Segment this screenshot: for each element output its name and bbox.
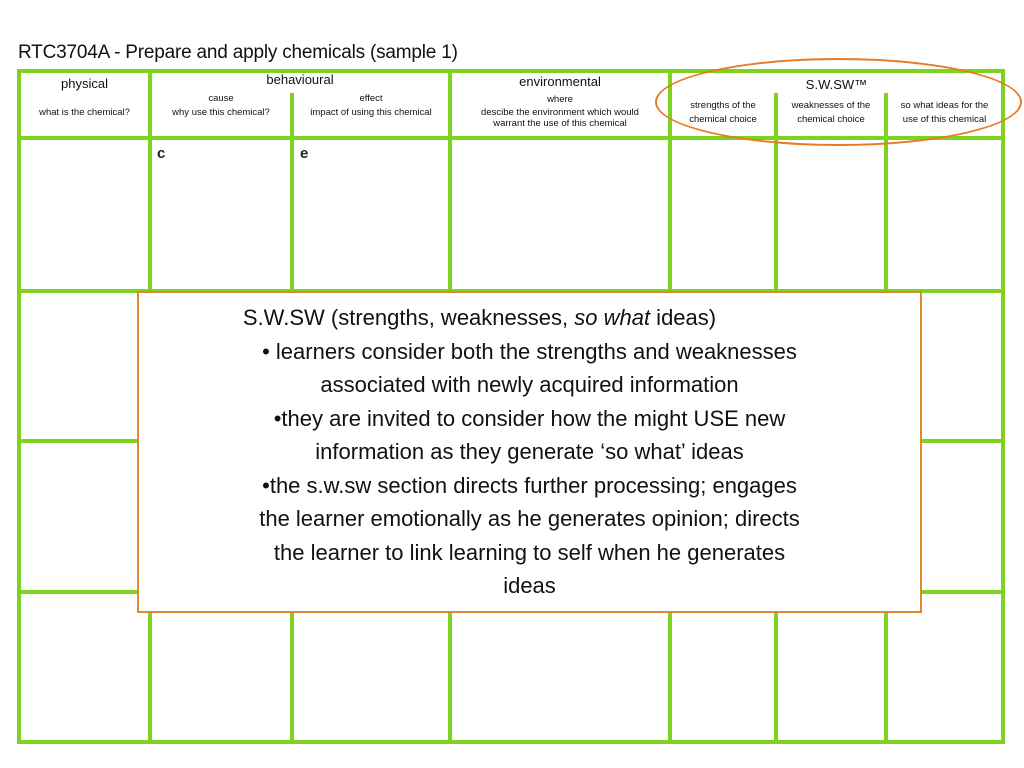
callout-line: •the s.w.sw section directs further proc… xyxy=(262,472,797,498)
header-cause: cause xyxy=(208,93,234,104)
callout-line: the learner to link learning to self whe… xyxy=(273,539,786,565)
effect-cell-letter: e xyxy=(300,145,309,162)
header-behavioural: behavioural xyxy=(266,72,334,87)
page-title: RTC3704A - Prepare and apply chemicals (… xyxy=(18,42,458,63)
header-environmental-sub3: warrant the use of this chemical xyxy=(493,118,627,129)
callout-line: associated with newly acquired informati… xyxy=(320,372,739,397)
swsw-explanation-callout: S.W.SW (strengths, weaknesses, so what i… xyxy=(137,291,922,613)
header-effect: effect xyxy=(359,93,383,104)
header-physical-sub: what is the chemical? xyxy=(39,107,130,118)
callout-line: ideas xyxy=(503,573,556,598)
header-environmental-sub2: descibe the environment which would xyxy=(481,107,639,118)
callout-heading-emphasis: so what xyxy=(574,305,651,330)
callout-heading: S.W.SW (strengths, weaknesses, so what i… xyxy=(139,301,920,335)
callout-heading-pre: S.W.SW (strengths, weaknesses, xyxy=(242,305,575,330)
grid-outer-border xyxy=(17,69,1005,744)
callout-line: • learners consider both the strengths a… xyxy=(262,338,797,364)
callout-line: •they are invited to consider how the mi… xyxy=(273,405,786,431)
callout-heading-post: ideas) xyxy=(650,305,717,330)
header-physical: physical xyxy=(61,76,108,91)
swsw-highlight-ellipse xyxy=(655,58,1022,146)
header-environmental-sub1: where xyxy=(547,94,573,105)
header-cause-sub: why use this chemical? xyxy=(172,107,270,118)
header-effect-sub: impact of using this chemical xyxy=(310,107,432,118)
header-environmental: environmental xyxy=(519,74,601,89)
callout-line: information as they generate ‘so what’ i… xyxy=(315,439,744,464)
cause-cell-letter: c xyxy=(157,145,166,162)
callout-line: the learner emotionally as he generates … xyxy=(259,506,800,531)
